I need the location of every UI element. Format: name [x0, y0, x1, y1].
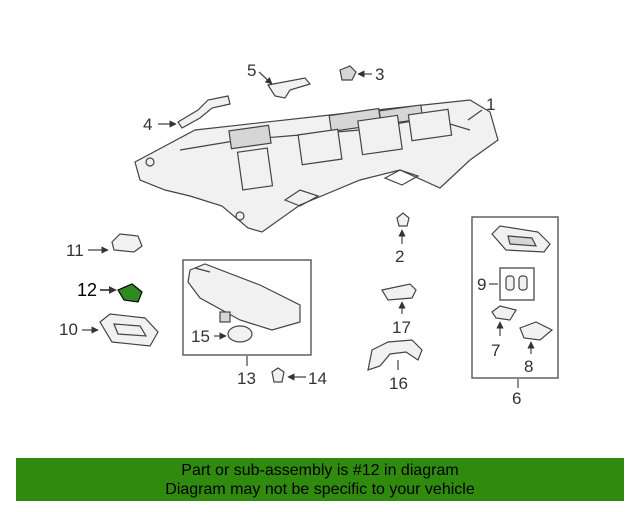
callout-10: 10: [59, 320, 78, 339]
lens-part-8: [519, 321, 554, 341]
cover-part-11: [111, 233, 143, 253]
clip-part-2: [396, 212, 410, 227]
banner-line-1: Part or sub-assembly is #12 in diagram: [181, 462, 459, 479]
grab-handle-part-16: [367, 339, 423, 371]
callout-5: 5: [247, 61, 256, 80]
bulb-part-12: [117, 283, 143, 303]
sun-visor-group-box: [182, 259, 312, 356]
bulb-group-box: [499, 267, 535, 301]
clip-part-3: [339, 65, 357, 81]
lamp-housing-part-10: [99, 313, 159, 347]
callout-8: 8: [524, 357, 533, 376]
headliner-part: [134, 99, 499, 233]
callout-13: 13: [237, 369, 256, 388]
bracket-part-4: [177, 95, 231, 129]
bracket-part-5: [267, 77, 312, 99]
callout-2: 2: [395, 247, 404, 266]
bulbs-part-9: [505, 275, 528, 291]
banner-line-2: Diagram may not be specific to your vehi…: [165, 481, 475, 498]
callout-14: 14: [308, 369, 327, 388]
callout-17: 17: [392, 318, 411, 337]
lens-part-7: [491, 305, 517, 321]
callout-4: 4: [143, 115, 152, 134]
info-banner: Part or sub-assembly is #12 in diagram D…: [16, 458, 624, 501]
parts-diagram: 1 5 3 4 2 11 12 10: [59, 61, 559, 408]
visor-holder-part-14: [271, 367, 285, 383]
callout-1: 1: [486, 95, 495, 114]
callout-7: 7: [491, 341, 500, 360]
callout-6: 6: [512, 389, 521, 408]
callout-16: 16: [389, 374, 408, 393]
console-group-box: [471, 216, 559, 379]
callout-3: 3: [375, 65, 384, 84]
bracket-part-17: [381, 283, 417, 301]
callout-12: 12: [77, 280, 97, 300]
callout-15: 15: [191, 327, 210, 346]
sun-visor-part: [187, 263, 301, 331]
console-part: [491, 225, 551, 253]
callout-9: 9: [477, 275, 486, 294]
callout-11: 11: [66, 241, 84, 260]
visor-cap-part-15: [227, 325, 253, 343]
